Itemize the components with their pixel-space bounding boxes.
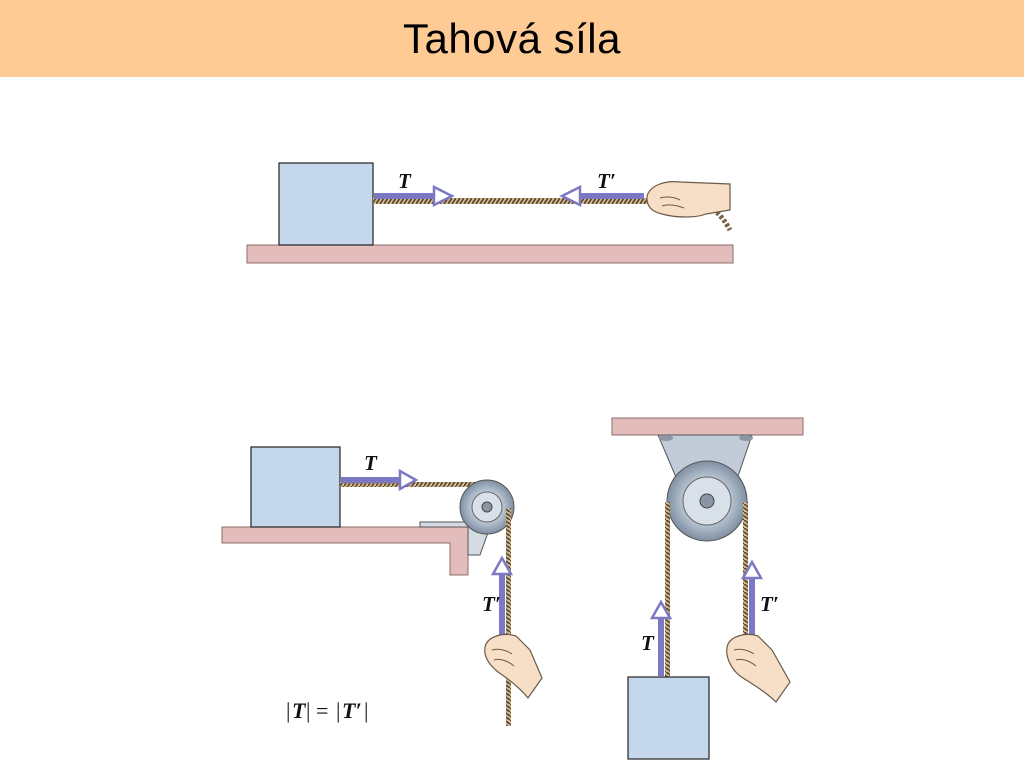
hand-table-icon: [484, 633, 543, 700]
equation-tension: | T | = | T′ |: [286, 698, 368, 723]
slide-title: Tahová síla: [403, 14, 621, 62]
pulley-ceiling-icon: [666, 460, 748, 542]
label-tension-table-horizontal: T: [364, 451, 378, 475]
table-edge: [221, 526, 469, 576]
title-bar: Tahová síla: [0, 0, 1024, 77]
equation-lhs: T: [292, 698, 307, 723]
arrow-tension-ceiling-right: [740, 559, 764, 638]
svg-text:|: |: [364, 698, 368, 723]
svg-text:|: |: [306, 698, 310, 723]
rope-table-vertical: [506, 508, 511, 726]
arrow-tension-ceiling-left: [649, 599, 673, 676]
label-tension-ceiling-right: T′: [760, 592, 779, 616]
rope-top: [373, 198, 657, 204]
svg-text:|: |: [286, 698, 290, 723]
rope-ceiling-right: [743, 502, 748, 638]
rope-table-horizontal: [340, 482, 490, 487]
pulley-table-icon: [459, 479, 515, 535]
block-top: [278, 162, 374, 246]
arrow-tension-top-right: [559, 184, 644, 208]
label-tension-top-left: T: [398, 169, 412, 193]
equation-rhs: T′: [342, 698, 362, 723]
label-tension-top-right: T′: [597, 169, 616, 193]
equation-equals: =: [316, 698, 328, 723]
block-table: [250, 446, 341, 528]
arrow-tension-top-left: [374, 184, 455, 208]
arrow-tension-table-vertical: [490, 555, 514, 636]
svg-text:|: |: [336, 698, 340, 723]
block-hanging: [627, 676, 710, 760]
diagram-block-on-floor: T T′: [246, 162, 734, 264]
floor-top: [246, 244, 734, 264]
hand-ceiling-icon: [726, 633, 791, 703]
rope-ceiling-left: [665, 502, 670, 678]
diagram-pulley-ceiling: T T′: [611, 417, 804, 760]
label-tension-ceiling-left: T: [641, 631, 655, 655]
arrow-tension-table-horizontal: [341, 468, 419, 492]
diagram-pulley-table: T T′: [221, 446, 543, 726]
ceiling: [611, 417, 804, 436]
label-tension-table-vertical: T′: [482, 592, 501, 616]
hand-top-icon: [646, 181, 731, 218]
